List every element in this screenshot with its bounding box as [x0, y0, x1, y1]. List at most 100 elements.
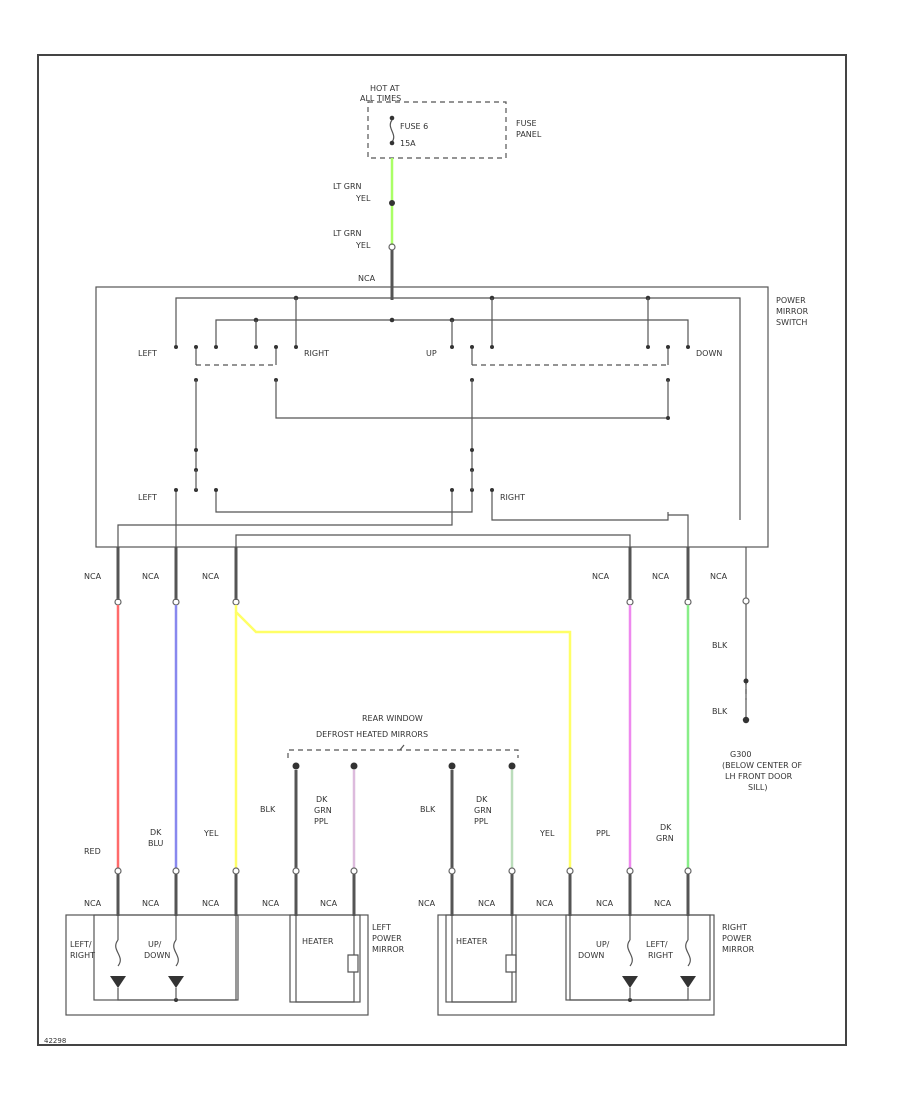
right-ud-label-2: DOWN: [578, 951, 604, 960]
power-mirror-switch-box: [95, 286, 769, 548]
left-heater-element: [295, 916, 359, 1003]
left-blk-label: BLK: [260, 805, 276, 814]
fuse-rating-label: 15A: [400, 139, 416, 148]
switch-mid-contacts: [194, 378, 670, 382]
fuse-terminal-top: [389, 115, 395, 121]
nca-label-5: NCA: [652, 572, 670, 581]
feed-wire-1-label: LT GRN: [333, 182, 362, 191]
defrost-label-2: DEFROST HEATED MIRRORS: [316, 730, 428, 739]
ppl-label: PPL: [596, 829, 611, 838]
left-ud-motor-coil: [173, 939, 179, 967]
hot-at-label: HOT AT: [370, 84, 400, 93]
defrost-bracket: [287, 749, 519, 758]
left-mirror-name-1: LEFT: [372, 923, 391, 932]
switch-name-3: SWITCH: [776, 318, 807, 327]
selector-out-1: [215, 492, 473, 513]
nca-label-6: NCA: [710, 572, 728, 581]
bottom-nca-9: NCA: [596, 899, 614, 908]
diagram-code: 42298: [44, 1037, 66, 1045]
diagram-frame: [37, 54, 847, 1046]
fuse-terminal-bottom: [389, 140, 395, 146]
switch-left-label: LEFT: [138, 349, 157, 358]
yel-left-label: YEL: [203, 829, 219, 838]
right-dkgrn-label-1: DK: [476, 795, 488, 804]
left-lr-label-2: RIGHT: [70, 951, 95, 960]
left-dkgrn-label-3: PPL: [314, 817, 329, 826]
fuse-panel-box: [367, 101, 507, 159]
defrost-label-1: REAR WINDOW: [362, 714, 423, 723]
dkgrn-label-2: GRN: [656, 834, 674, 843]
selector-out-6: [668, 514, 689, 556]
selector-out-2: [117, 492, 453, 556]
selector-out-5: [235, 534, 631, 556]
selector-right-label: RIGHT: [500, 493, 525, 502]
fuse-element: [389, 119, 395, 143]
lower-connectors: [114, 867, 692, 875]
left-ud-label-1: UP/: [148, 940, 162, 949]
left-motor-common: [117, 916, 237, 1001]
selector-out-4: [491, 492, 669, 521]
nca-label-1: NCA: [84, 572, 102, 581]
left-dkgrn-label-1: DK: [316, 795, 328, 804]
switch-right-label: RIGHT: [304, 349, 329, 358]
right-mirror-name-1: RIGHT: [722, 923, 747, 932]
bottom-nca-3: NCA: [202, 899, 220, 908]
bottom-nca-4: NCA: [262, 899, 280, 908]
feed-wire-2-label: LT GRN: [333, 229, 362, 238]
ground-point: [742, 716, 750, 724]
bottom-nca-8: NCA: [536, 899, 554, 908]
right-mirror-name-3: MIRROR: [722, 945, 755, 954]
feed-wire-2-label-b: YEL: [355, 241, 371, 250]
yel-wire: [234, 605, 572, 868]
left-motor-symbols: [110, 976, 184, 988]
bottom-nca-1: NCA: [84, 899, 102, 908]
ground-name-1: G300: [730, 750, 751, 759]
feed-nca-label: NCA: [358, 274, 376, 283]
switch-name-2: MIRROR: [776, 307, 809, 316]
switch-internal-dot-3: [470, 448, 474, 452]
switch-up-label: UP: [426, 349, 437, 358]
switch-internal-dot-2: [194, 448, 198, 452]
ground-splice-dot: [743, 678, 749, 684]
feed-splice-dot: [389, 200, 395, 206]
switch-down-label: DOWN: [696, 349, 722, 358]
right-dkgrn-label-2: GRN: [474, 806, 492, 815]
ground-name-3: LH FRONT DOOR: [725, 772, 793, 781]
switch-output-stubs: [116, 547, 747, 600]
right-lr-motor-coil: [685, 939, 691, 967]
right-ud-motor-coil: [627, 939, 633, 967]
left-ud-label-2: DOWN: [144, 951, 170, 960]
all-times-label: ALL TIMES: [360, 94, 401, 103]
bottom-nca-5: NCA: [320, 899, 338, 908]
right-dkgrn-label-3: PPL: [474, 817, 489, 826]
switch-internal-dot: [666, 416, 670, 420]
defrost-bracket-tip: [399, 744, 405, 751]
left-heater-box: [289, 914, 361, 1003]
fuse-label: FUSE 6: [400, 122, 428, 131]
right-lr-label-2: RIGHT: [648, 951, 673, 960]
dkblu-label-1: DK: [150, 828, 162, 837]
left-heater-label: HEATER: [302, 937, 334, 946]
fuse-panel-label: FUSE: [516, 119, 537, 128]
nca-label-3: NCA: [202, 572, 220, 581]
switch-top-contacts: [174, 345, 690, 349]
dkblu-label-2: BLU: [148, 839, 164, 848]
bus-dot-5: [389, 317, 395, 323]
bottom-nca-6: NCA: [418, 899, 436, 908]
feed-wire-1-label-b: YEL: [355, 194, 371, 203]
switch-bottom-contacts: [174, 468, 494, 492]
dkgrn-label-1: DK: [660, 823, 672, 832]
left-mirror-name-3: MIRROR: [372, 945, 405, 954]
fuse-panel-label-2: PANEL: [516, 130, 542, 139]
upper-connectors: [114, 597, 750, 606]
right-motor-symbols: [622, 976, 696, 988]
bottom-nca-2: NCA: [142, 899, 160, 908]
left-lr-motor-coil: [115, 939, 121, 967]
right-heater-label: HEATER: [456, 937, 488, 946]
bottom-nca-7: NCA: [478, 899, 496, 908]
selector-left-label: LEFT: [138, 493, 157, 502]
nca-label-2: NCA: [142, 572, 160, 581]
bottom-nca-10: NCA: [654, 899, 672, 908]
ground-blk-label-2: BLK: [712, 707, 728, 716]
